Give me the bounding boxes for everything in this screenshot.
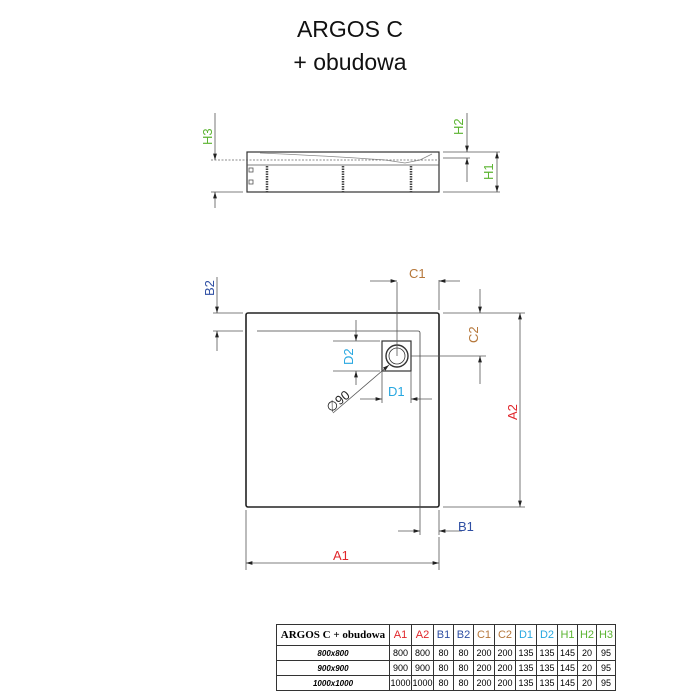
table-cell: 95: [596, 660, 616, 676]
label-h3: H3: [200, 128, 215, 145]
table-cell: 200: [494, 675, 516, 691]
table-header: H3: [596, 624, 616, 646]
table-header: C1: [473, 624, 495, 646]
table-cell: 200: [473, 660, 495, 676]
table-header: A2: [411, 624, 434, 646]
table-cell: 20: [577, 645, 597, 661]
table-header-model: ARGOS C + obudowa: [276, 624, 390, 646]
table-cell: 145: [557, 660, 578, 676]
top-view: [213, 277, 525, 570]
table-cell: 800: [389, 645, 412, 661]
label-c2: C2: [466, 326, 481, 343]
table-header-row: ARGOS C + obudowa A1 A2 B1 B2 C1 C2 D1 D…: [276, 624, 616, 646]
table-cell: 80: [433, 675, 454, 691]
table-cell: 135: [536, 675, 558, 691]
table-header: H2: [577, 624, 597, 646]
table-header: D1: [515, 624, 537, 646]
table-header: A1: [389, 624, 412, 646]
table-cell: 900: [411, 660, 434, 676]
label-a1: A1: [333, 548, 349, 563]
table-cell: 135: [536, 660, 558, 676]
table-cell: 200: [473, 645, 495, 661]
table-header: C2: [494, 624, 516, 646]
table-cell-size: 1000x1000: [276, 675, 390, 691]
table-header: B1: [433, 624, 454, 646]
table-cell: 95: [596, 675, 616, 691]
table-cell: 145: [557, 675, 578, 691]
table-cell: 200: [494, 645, 516, 661]
label-d1: D1: [388, 384, 405, 399]
table-cell: 145: [557, 645, 578, 661]
product-subtitle: + obudowa: [293, 49, 407, 75]
dimensions-table: ARGOS C + obudowa A1 A2 B1 B2 C1 C2 D1 D…: [276, 624, 616, 691]
table-header: D2: [536, 624, 558, 646]
table-cell: 80: [433, 660, 454, 676]
table-cell: 20: [577, 660, 597, 676]
table-cell: 200: [473, 675, 495, 691]
table-cell: 80: [453, 675, 474, 691]
label-drain-diameter: ∅90: [323, 387, 352, 415]
table-cell: 80: [453, 645, 474, 661]
table-header: H1: [557, 624, 578, 646]
table-cell: 135: [536, 645, 558, 661]
table-cell: 20: [577, 675, 597, 691]
table-cell: 800: [411, 645, 434, 661]
label-d2: D2: [341, 348, 356, 365]
label-h2: H2: [451, 118, 466, 135]
product-title: ARGOS C: [296, 16, 404, 42]
table-cell: 135: [515, 675, 537, 691]
table-header: B2: [453, 624, 474, 646]
table-cell: 1000: [411, 675, 434, 691]
side-view: [211, 113, 500, 208]
table-cell: 95: [596, 645, 616, 661]
table-cell: 135: [515, 660, 537, 676]
label-b1: B1: [458, 519, 474, 534]
table-cell-size: 800x800: [276, 645, 390, 661]
label-h1: H1: [481, 163, 496, 180]
label-c1: C1: [409, 266, 426, 281]
label-b2: B2: [202, 280, 217, 296]
table-cell-size: 900x900: [276, 660, 390, 676]
table-cell: 135: [515, 645, 537, 661]
table-cell: 1000: [389, 675, 412, 691]
table-cell: 80: [453, 660, 474, 676]
table-cell: 900: [389, 660, 412, 676]
label-a2: A2: [505, 404, 520, 420]
table-cell: 80: [433, 645, 454, 661]
table-cell: 200: [494, 660, 516, 676]
